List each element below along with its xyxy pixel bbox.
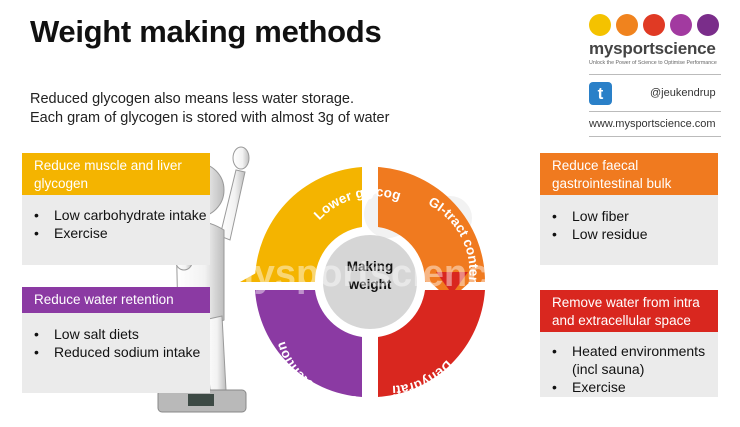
box-reduce-glycogen: Reduce muscle and liver glycogen Low car…	[22, 153, 210, 265]
divider	[589, 136, 721, 137]
center-circle	[323, 235, 417, 329]
segment-water-retention	[255, 290, 362, 397]
segment-lower-glycogen	[254, 167, 362, 282]
divider	[589, 111, 721, 112]
box-heading: Reduce muscle and liver glycogen	[22, 153, 210, 195]
bullet-list: Low fiber Low residue	[540, 195, 718, 243]
brand-tagline: Unlock the Power of Science to Optimise …	[589, 60, 717, 66]
brand-dot	[589, 14, 611, 36]
brand-dot	[643, 14, 665, 36]
arrow-head	[240, 264, 304, 282]
intro-text: Reduced glycogen also means less water s…	[30, 91, 390, 126]
bullet-list: Heated environments (incl sauna) Exercis…	[540, 332, 718, 396]
divider	[589, 74, 721, 75]
box-reduce-water-retention: Reduce water retention Low salt diets Re…	[22, 287, 210, 393]
scale-display	[188, 394, 214, 406]
brand-dot	[616, 14, 638, 36]
twitter-handle[interactable]: @jeukendrup	[650, 87, 716, 99]
twitter-icon[interactable]: t	[589, 82, 612, 105]
list-item: Exercise	[540, 378, 718, 396]
segment-gi-tract-contents	[378, 167, 486, 300]
page-title: Weight making methods	[30, 14, 382, 49]
list-item: Low carbohydrate intake	[22, 206, 210, 224]
brand-dot	[670, 14, 692, 36]
box-reduce-faecal-bulk: Reduce faecal gastrointestinal bulk Low …	[540, 153, 718, 265]
center-label-line2: weight	[348, 277, 392, 292]
list-item: Reduced sodium intake	[22, 343, 210, 361]
bullet-list: Low salt diets Reduced sodium intake	[22, 313, 210, 361]
arrow-head	[436, 272, 468, 294]
segment-dehydration	[378, 290, 485, 397]
list-item: Low residue	[540, 225, 718, 243]
brand-dot	[697, 14, 719, 36]
box-heading: Reduce water retention	[22, 287, 210, 313]
brand-name: mysportscience	[589, 39, 716, 58]
brand-logo-dots	[589, 14, 719, 36]
list-item: Exercise	[22, 224, 210, 242]
list-item: Heated environments (incl sauna)	[540, 342, 718, 378]
list-item: Low salt diets	[22, 325, 210, 343]
watermark-text: mysportscience	[220, 253, 509, 295]
box-remove-water: Remove water from intra and extracellula…	[540, 290, 718, 397]
website-link[interactable]: www.mysportscience.com	[589, 118, 716, 130]
list-item: Low fiber	[540, 207, 718, 225]
bullet-list: Low carbohydrate intake Exercise	[22, 195, 210, 242]
cycle-diagram: Making weight Lower glycogen GI-tract co…	[210, 134, 509, 408]
center-label-line1: Making	[347, 259, 394, 274]
box-heading: Remove water from intra and extracellula…	[540, 290, 718, 332]
box-heading: Reduce faecal gastrointestinal bulk	[540, 153, 718, 195]
